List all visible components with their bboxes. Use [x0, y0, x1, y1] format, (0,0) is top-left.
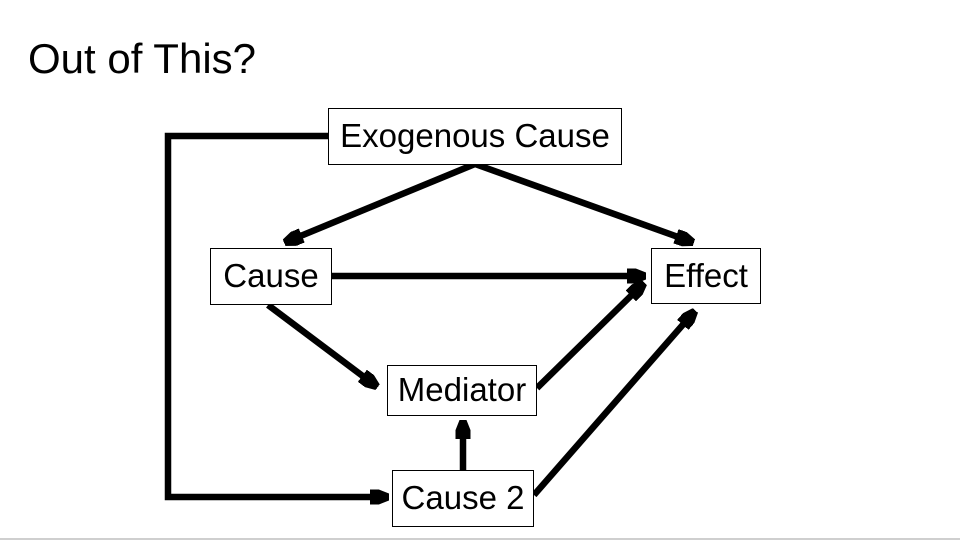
node-effect: Effect — [651, 248, 761, 304]
edge-exogenous-cause-to-cause — [286, 160, 477, 242]
node-exogenous-cause: Exogenous Cause — [328, 108, 622, 165]
node-mediator: Mediator — [387, 365, 537, 416]
slide-bottom-edge — [0, 538, 960, 540]
node-cause-2: Cause 2 — [392, 470, 534, 527]
node-cause: Cause — [210, 248, 332, 305]
edge-exogenous-cause-to-cause-2 — [164, 132, 387, 497]
edge-cause-to-mediator — [266, 302, 376, 386]
edge-cause-2-to-effect — [531, 312, 694, 498]
edge-exogenous-cause-to-effect — [473, 160, 692, 242]
edge-mediator-to-effect — [534, 284, 643, 391]
slide-title: Out of This? — [28, 35, 257, 82]
